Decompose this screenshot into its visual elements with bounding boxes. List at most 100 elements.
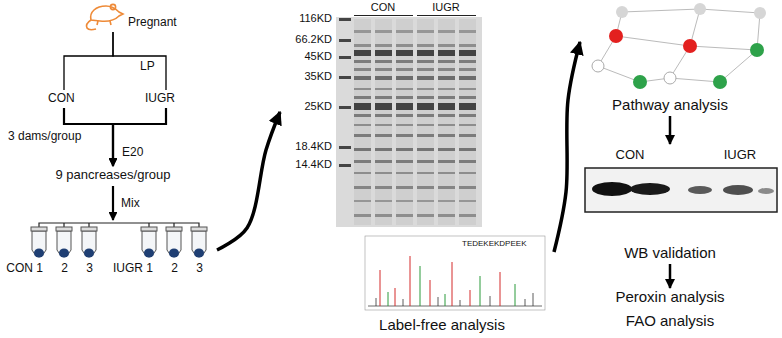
mass-spectrum [388, 266, 515, 306]
gel-image [339, 106, 351, 109]
sample-tubes [166, 227, 182, 258]
western-blot [592, 182, 632, 196]
sds-gel: CONIUGR116KD66.2KD45KD35KD25KD18.4KD14.4… [282, 0, 482, 228]
rat-pregnant: Pregnant [86, 0, 192, 32]
gel-image [339, 146, 351, 149]
rat-icon [87, 20, 97, 30]
sample-tubes [56, 227, 72, 258]
network-graph [633, 75, 647, 89]
gel-image [336, 17, 482, 227]
mass-spectrum [368, 306, 542, 307]
node-text: CON 1 [6, 262, 43, 276]
sample-tubes [81, 227, 97, 258]
node-text: 18.4KD [295, 140, 332, 153]
tube-bracket [39, 223, 199, 227]
tree-line [64, 32, 113, 90]
gel-image [339, 18, 351, 21]
rat-icon [87, 4, 124, 29]
node-text: 9 pancreases/group [56, 168, 171, 183]
mass-spectrum [445, 294, 446, 306]
gel-image [336, 17, 482, 227]
mass-spectrum [376, 293, 533, 306]
mass-spectrum [452, 262, 453, 306]
peptide-sequence: TEDEKEKDPEEK [462, 239, 526, 248]
mass-spectrum [515, 284, 516, 306]
network-graph [592, 3, 766, 89]
network-graph [720, 50, 757, 82]
network-panel: Pathway analysis [582, 0, 777, 116]
sample-note: 3 dams/group [8, 130, 81, 144]
western-blot [585, 168, 777, 212]
mass-spectrum [410, 256, 411, 306]
rat-icon [110, 4, 115, 9]
gel-image [438, 19, 455, 225]
network-graph [622, 9, 700, 12]
node-text: WB validation [624, 244, 716, 261]
gel-image [417, 19, 434, 225]
node-text: 2 [171, 262, 178, 276]
mass-spectrum [438, 297, 439, 306]
network-graph [670, 78, 720, 82]
curved-arrow [217, 112, 280, 250]
edge-label: Mix [120, 197, 141, 211]
network-graph [683, 39, 697, 53]
western-blot-panel: CON IUGR WB validation [582, 144, 778, 264]
node-text: 45KD [304, 50, 332, 63]
group-label: IUGR [143, 90, 189, 108]
western-blot [723, 185, 753, 195]
mass-spectrum [490, 296, 491, 306]
network-graph [750, 43, 764, 57]
step-arrow [669, 116, 672, 144]
mass-spectrum [380, 256, 500, 306]
tree-line [113, 32, 166, 90]
node-text: IUGR [145, 92, 175, 106]
mass-spectrum [460, 300, 461, 306]
mass-spectrum [376, 298, 377, 306]
rat-icon [97, 21, 111, 25]
network-graph [690, 46, 757, 50]
node-text: 3 [196, 262, 203, 276]
mass-spectrum [365, 236, 545, 310]
mass-spectrum [480, 276, 481, 306]
mass-spectrum [533, 293, 534, 306]
tube-set: CON 123IUGR 123 [0, 220, 215, 280]
step-arrow [112, 186, 114, 220]
node-text: CON [371, 1, 395, 14]
network-graph [609, 29, 623, 43]
node-text: IUGR [724, 148, 757, 163]
mass-spectrum [470, 290, 471, 306]
edge-label: LP [139, 60, 156, 74]
network-graph [700, 9, 760, 13]
network-graph [694, 3, 706, 15]
sample-tubes [31, 227, 207, 258]
node-text: 25KD [304, 100, 332, 113]
western-blot [585, 168, 777, 212]
mass-spectrum [500, 272, 501, 306]
gel-image [339, 76, 351, 79]
mass-spectrum [388, 292, 389, 306]
node-text: CON [616, 148, 645, 163]
gel-image [339, 56, 351, 59]
analysis-list: Peroxin analysisFAO analysis [583, 288, 758, 336]
group-label: CON [46, 90, 82, 108]
gel-group-bracket [354, 15, 476, 16]
node-text: Peroxin analysis [615, 288, 724, 305]
gel-image [396, 19, 413, 225]
network-graph [598, 9, 760, 82]
node-text: 35KD [304, 70, 332, 83]
gel-image [459, 19, 476, 225]
gel-image [339, 39, 351, 42]
mass-spectrum [395, 288, 396, 306]
node-text: 116KD [299, 12, 332, 25]
mass-spectrum [403, 299, 404, 306]
mass-spectrum [430, 280, 431, 306]
node-text: 2 [61, 262, 68, 276]
node-text: 66.2KD [295, 33, 332, 46]
sample-step: 9 pancreases/group [52, 166, 174, 186]
network-graph [713, 75, 727, 89]
node-text: Label-free analysis [379, 316, 505, 333]
sample-tubes [31, 227, 47, 258]
node-text: Pathway analysis [612, 96, 728, 113]
network-graph [754, 7, 766, 19]
